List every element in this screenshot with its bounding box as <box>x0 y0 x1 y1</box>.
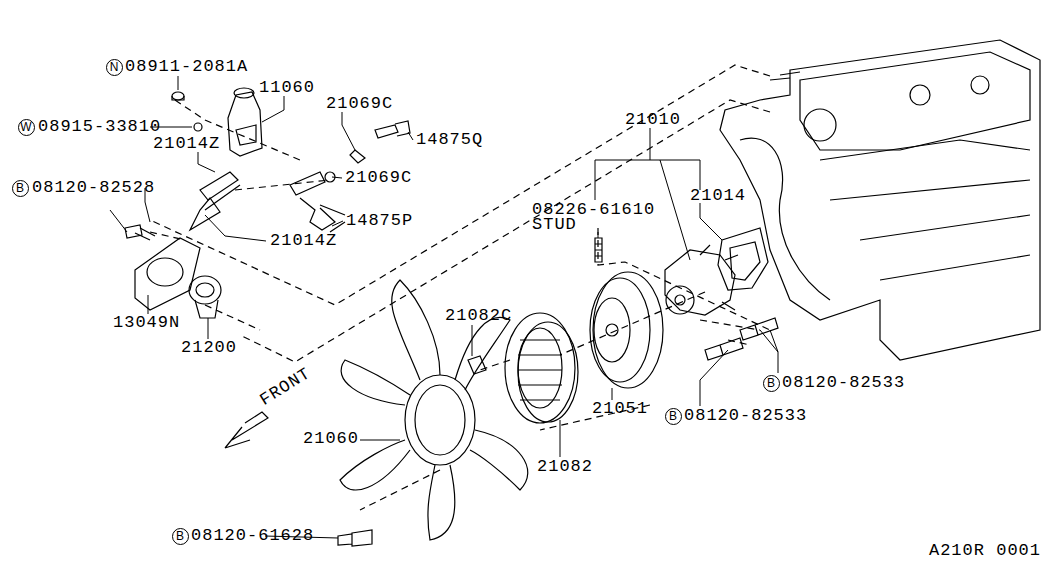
part-number: 21069C <box>345 169 412 187</box>
figure-id: A210R 0001 <box>929 542 1041 560</box>
part-number: 08120-82533 <box>782 374 905 392</box>
symbol-letter: B <box>767 377 775 389</box>
part-number: 21200 <box>181 339 237 357</box>
circled-letter: B <box>665 408 682 425</box>
part-number: 08120-82533 <box>684 407 807 425</box>
part-number: 21082C <box>445 307 512 325</box>
part-number: STUD <box>532 216 577 234</box>
part-number: 08120-61628 <box>191 527 314 545</box>
part-number: 08911-2081A <box>125 58 248 76</box>
part-number: 21010 <box>625 111 681 129</box>
circled-letter: B <box>763 375 780 392</box>
part-number: 21051 <box>592 400 648 418</box>
direction-label: FRONT <box>257 365 314 410</box>
part-number: 21014 <box>690 187 746 205</box>
part-number: 14875P <box>346 212 413 230</box>
part-number: 21082 <box>537 458 593 476</box>
part-number: 21069C <box>326 95 393 113</box>
circled-letter: W <box>18 119 35 136</box>
symbol-letter: B <box>176 530 184 542</box>
part-number: 21014Z <box>270 232 337 250</box>
part-number: 14875Q <box>416 131 483 149</box>
circled-letter: B <box>172 528 189 545</box>
part-number: 08120-82528 <box>32 179 155 197</box>
symbol-letter: B <box>669 410 677 422</box>
symbol-letter: W <box>20 121 31 133</box>
part-number: 08915-33810 <box>38 118 161 136</box>
symbol-letter: N <box>110 61 119 73</box>
part-number: 21060 <box>303 430 359 448</box>
symbol-letter: B <box>16 182 24 194</box>
circled-letter: N <box>106 59 123 76</box>
part-number: 13049N <box>113 314 180 332</box>
part-number: 21014Z <box>153 135 220 153</box>
part-number: 11060 <box>259 79 315 97</box>
circled-letter: B <box>12 180 29 197</box>
